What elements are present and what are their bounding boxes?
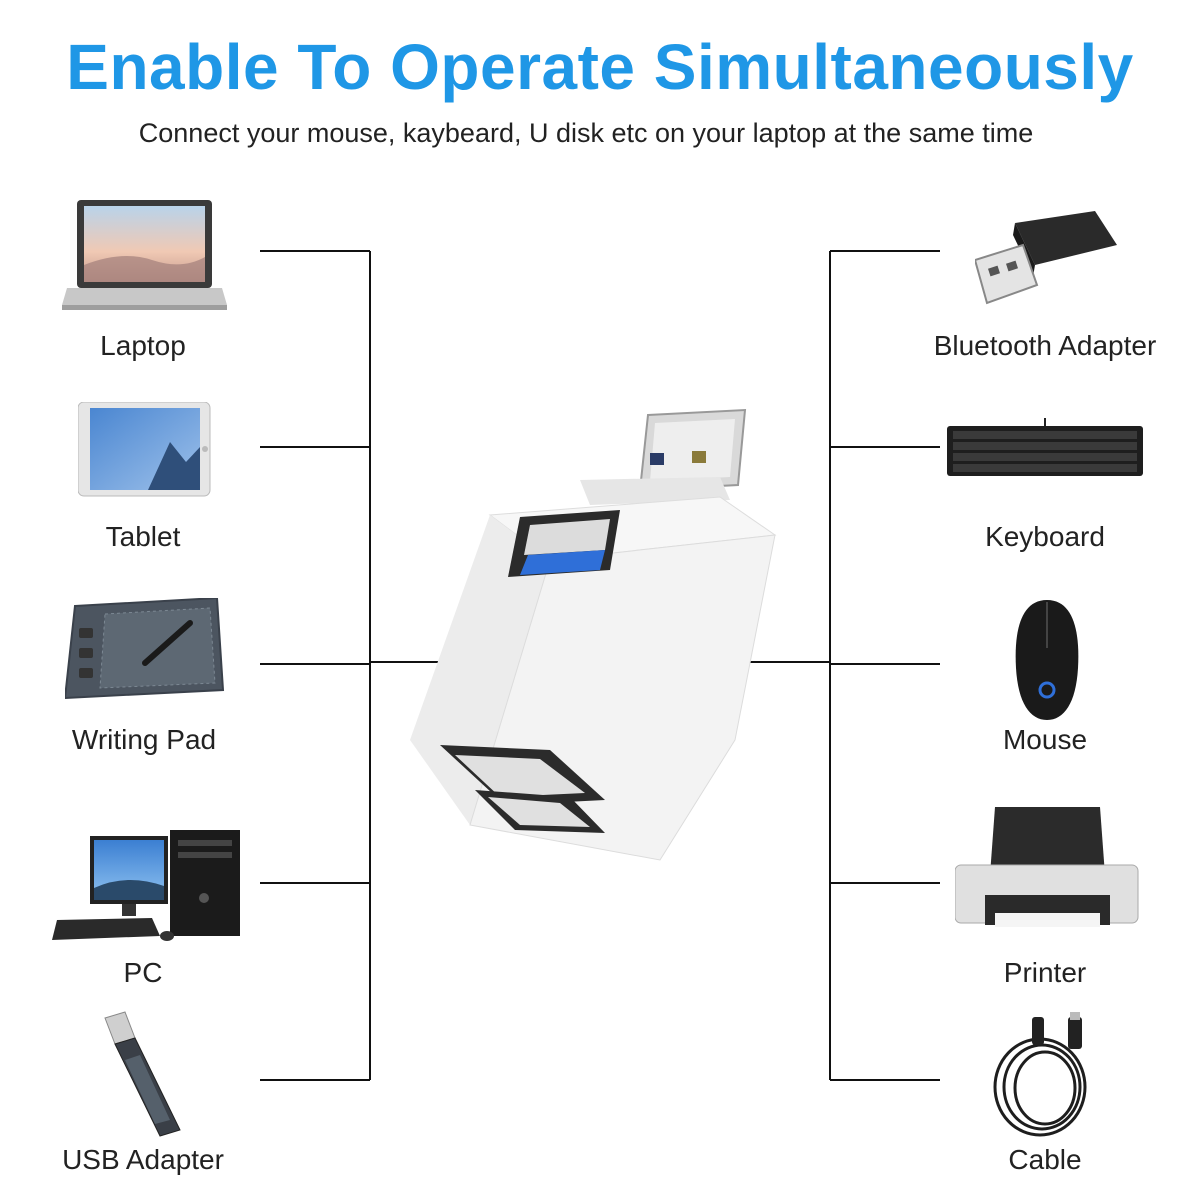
pc-icon <box>52 830 240 941</box>
device-label-laptop: Laptop <box>100 330 186 361</box>
writing-pad-icon <box>65 598 225 700</box>
device-label-usb-adapter: USB Adapter <box>62 1144 224 1175</box>
usb-adapter-icon <box>104 1011 181 1137</box>
device-label-bluetooth-adapter: Bluetooth Adapter <box>933 330 1157 361</box>
keyboard-icon <box>947 418 1143 476</box>
cable-icon <box>993 1012 1087 1137</box>
laptop-icon <box>62 200 227 310</box>
device-label-pc: PC <box>123 957 163 988</box>
mouse-icon <box>1015 600 1079 720</box>
bluetooth-adapter-icon <box>975 211 1117 305</box>
usb-hub-icon <box>410 408 777 861</box>
printer-icon <box>955 807 1139 927</box>
device-label-printer: Printer <box>1003 957 1087 988</box>
device-label-cable: Cable <box>1008 1144 1082 1175</box>
tablet-icon <box>78 402 211 497</box>
page-subtitle: Connect your mouse, kaybeard, U disk etc… <box>138 118 1034 148</box>
device-label-tablet: Tablet <box>105 521 181 552</box>
device-label-keyboard: Keyboard <box>985 521 1105 552</box>
device-label-writing-pad: Writing Pad <box>71 724 217 755</box>
device-label-mouse: Mouse <box>1002 724 1088 755</box>
page-title: Enable To Operate Simultaneously <box>66 31 1134 103</box>
